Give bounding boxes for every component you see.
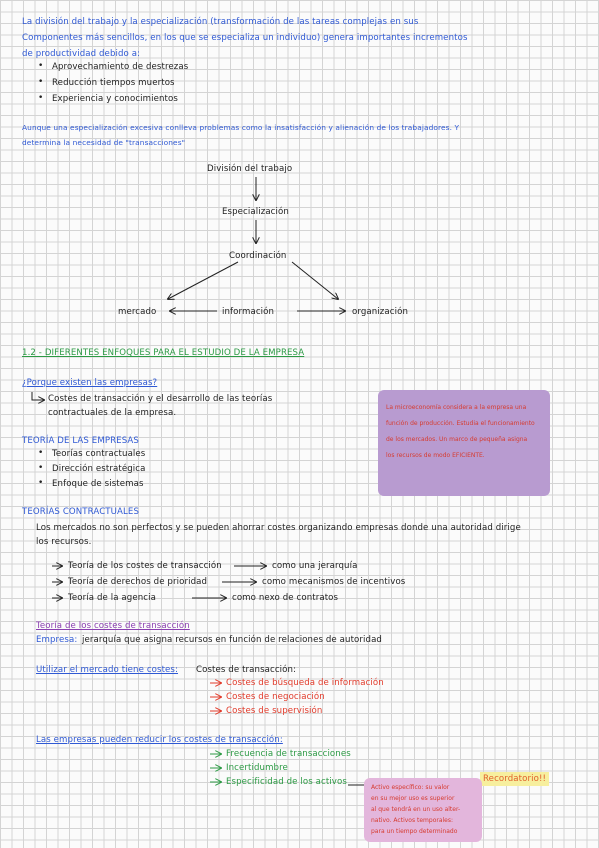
diagram-coordinacion: Coordinación bbox=[229, 251, 287, 261]
bullet-dot: • bbox=[38, 463, 44, 473]
empresa-text: jerarquía que asigna recursos en función… bbox=[82, 635, 382, 645]
activo-especifico-box: Activo específico: su valor en su mejor … bbox=[364, 778, 482, 842]
theory-2-right: como mecanismos de incentivos bbox=[262, 577, 406, 587]
recordatorio-label: Recordatorio!! bbox=[480, 772, 550, 786]
teoria-item-1: Teorías contractuales bbox=[52, 449, 146, 459]
reducir-label: Las empresas pueden reducir los costes d… bbox=[36, 735, 283, 745]
bullet-dot: • bbox=[38, 478, 44, 488]
contractuales-heading: TEORÍAS CONTRACTUALES bbox=[22, 507, 139, 517]
bullet-dot: • bbox=[38, 448, 44, 458]
pink-line-3: al que tendrá en un uso alter- bbox=[371, 806, 461, 813]
intro-bullet-3: Experiencia y conocimientos bbox=[52, 94, 178, 104]
box-line-4: los recursos de modo EFICIENTE. bbox=[386, 452, 485, 459]
contractuales-line-1: Los mercados no son perfectos y se puede… bbox=[36, 523, 521, 533]
intro-line-2: Componentes más sencillos, en los que se… bbox=[22, 33, 468, 43]
theory-1-right: como una jerarquía bbox=[272, 561, 358, 571]
diagram-mercado: mercado bbox=[118, 307, 157, 317]
note-line-2: determina la necesidad de "transacciones… bbox=[22, 138, 186, 147]
bullet-dot: • bbox=[38, 77, 44, 87]
answer-line-2: contractuales de la empresa. bbox=[48, 408, 177, 418]
diagram-organizacion: organización bbox=[352, 307, 408, 317]
diagram-especializacion: Especialización bbox=[222, 207, 289, 217]
teoria-item-2: Dirección estratégica bbox=[52, 464, 146, 474]
utilizar-label: Utilizar el mercado tiene costes: bbox=[36, 665, 179, 675]
coste-item-2: Costes de negociación bbox=[226, 692, 325, 702]
theory-3-left: Teoría de la agencia bbox=[68, 593, 156, 603]
costes-heading: Teoría de los costes de transacción bbox=[36, 621, 190, 631]
section-question: ¿Porque existen las empresas? bbox=[22, 378, 158, 388]
theory-2-left: Teoría de derechos de prioridad bbox=[68, 577, 208, 587]
bullet-dot: • bbox=[38, 93, 44, 103]
answer-line-1: Costes de transacción y el desarrollo de… bbox=[48, 394, 273, 404]
theory-3-right: como nexo de contratos bbox=[232, 593, 339, 603]
diagram-division: División del trabajo bbox=[207, 164, 293, 174]
box-line-3: de los mercados. Un marco de pequeña asi… bbox=[386, 436, 528, 443]
reducir-item-3: Especificidad de los activos bbox=[226, 777, 347, 787]
intro-line-1: La división del trabajo y la especializa… bbox=[22, 17, 419, 27]
utilizar-text: Costes de transacción: bbox=[196, 665, 297, 675]
pink-line-5: para un tiempo determinado bbox=[371, 828, 458, 835]
pink-line-4: nativo. Activos temporales: bbox=[371, 817, 454, 824]
note-line-1: Aunque una especialización excesiva conl… bbox=[22, 123, 460, 132]
intro-bullet-1: Aprovechamiento de destrezas bbox=[52, 62, 189, 72]
box-line-1: La microeconomía considera a la empresa … bbox=[386, 404, 527, 411]
diagram-informacion: información bbox=[222, 307, 275, 317]
contractuales-line-2: los recursos. bbox=[36, 537, 92, 547]
teoria-heading: TEORÍA DE LAS EMPRESAS bbox=[22, 436, 139, 446]
microeconomia-note-box: La microeconomía considera a la empresa … bbox=[378, 390, 550, 496]
intro-line-3: de productividad debido a: bbox=[22, 49, 141, 59]
theory-1-left: Teoría de los costes de transacción bbox=[68, 561, 222, 571]
reducir-item-2: Incertidumbre bbox=[226, 763, 288, 773]
empresa-label: Empresa: bbox=[36, 635, 78, 645]
coste-item-1: Costes de búsqueda de información bbox=[226, 678, 384, 688]
coste-item-3: Costes de supervisión bbox=[226, 706, 323, 716]
reducir-item-1: Frecuencia de transacciones bbox=[226, 749, 351, 759]
intro-bullet-2: Reducción tiempos muertos bbox=[52, 78, 175, 88]
bullet-dot: • bbox=[38, 61, 44, 71]
section-heading: 1.2 - DIFERENTES ENFOQUES PARA EL ESTUDI… bbox=[22, 348, 305, 358]
pink-line-1: Activo específico: su valor bbox=[371, 784, 450, 791]
teoria-item-3: Enfoque de sistemas bbox=[52, 479, 144, 489]
pink-line-2: en su mejor uso es superior bbox=[371, 795, 455, 802]
box-line-2: función de producción. Estudia el funcio… bbox=[386, 420, 535, 427]
